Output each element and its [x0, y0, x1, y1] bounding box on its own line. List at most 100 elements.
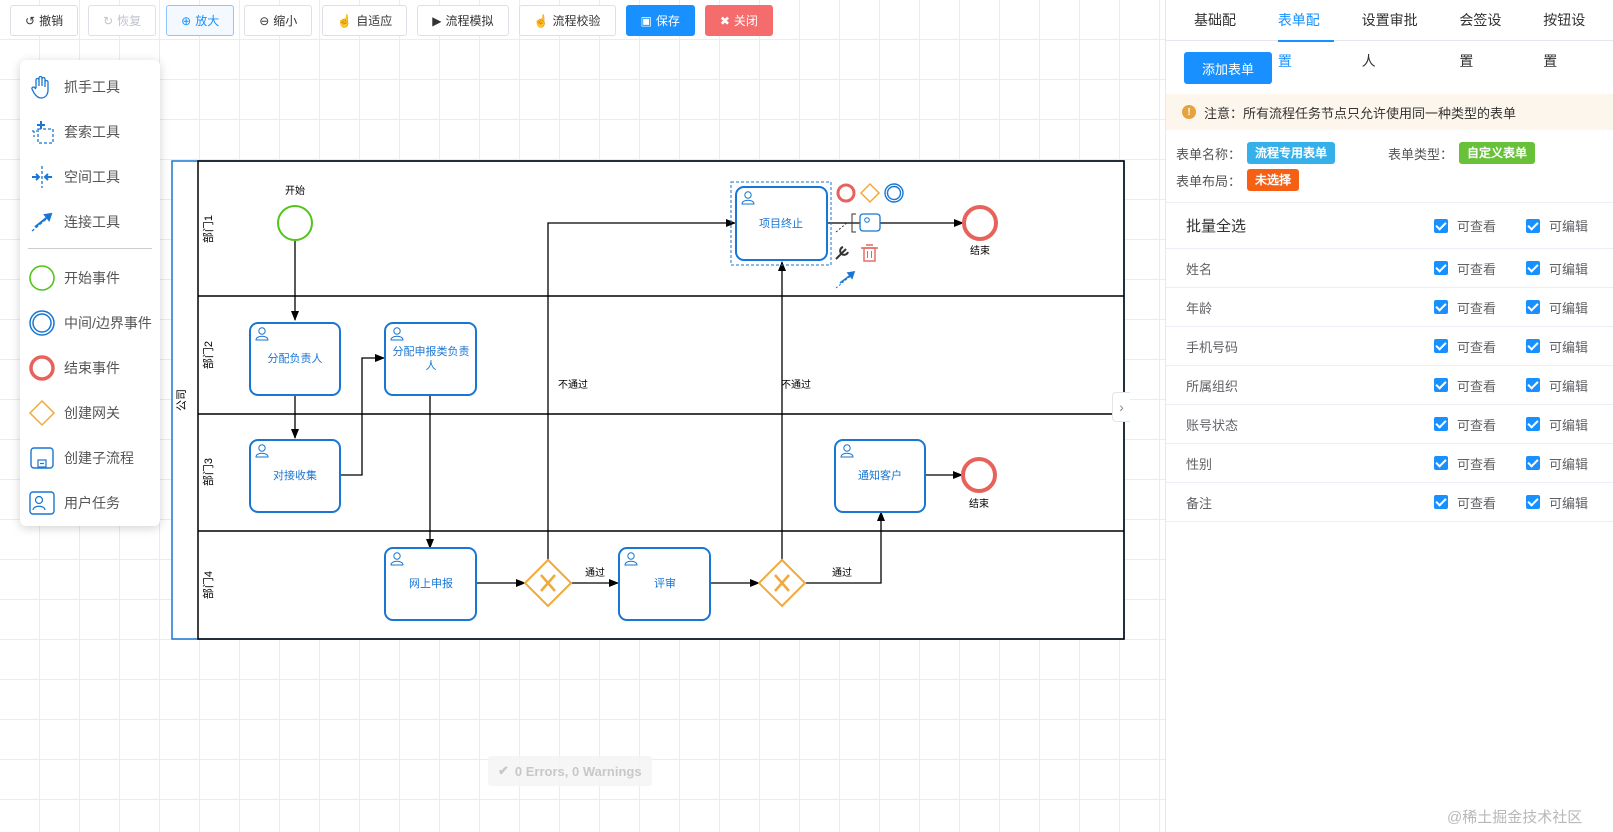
palette-separator [28, 248, 152, 249]
wrench-icon[interactable] [835, 246, 849, 260]
panel-toggle-button[interactable]: › [1112, 392, 1130, 422]
end-event[interactable]: 结束 [961, 457, 997, 510]
validate-button[interactable]: ☝流程校验 [518, 5, 616, 36]
select-all-view-checkbox[interactable]: 可查看 [1434, 216, 1496, 235]
pool[interactable]: 公司 [171, 160, 1125, 640]
warning-icon: ! [1182, 105, 1196, 119]
lasso-icon [28, 118, 56, 146]
pool-label: 公司 [176, 389, 188, 411]
lane-label: 部门2 [201, 341, 215, 369]
tab-basic-config[interactable]: 基础配置 [1194, 12, 1236, 69]
flow[interactable] [804, 511, 885, 584]
form-name-tag[interactable]: 流程专用表单 [1247, 142, 1336, 164]
tab-approver[interactable]: 设置审批人 [1361, 12, 1418, 69]
view-checkbox[interactable]: 可查看 [1434, 493, 1496, 512]
hand-icon [28, 73, 56, 101]
bpmn-diagram: 公司 部门1 部门2 部门3 部门4 不通过 不通过 通过 通过 开始 结束 [171, 160, 1125, 640]
edit-checkbox[interactable]: 可编辑 [1526, 454, 1588, 473]
edit-checkbox[interactable]: 可编辑 [1526, 493, 1588, 512]
simulate-button[interactable]: ▶流程模拟 [417, 5, 509, 36]
edit-checkbox[interactable]: 可编辑 [1526, 259, 1588, 278]
save-button[interactable]: ▣保存 [625, 5, 695, 36]
close-icon: ✖ [719, 13, 730, 28]
table-row: 性别 可查看 可编辑 [1166, 444, 1613, 483]
tab-countersign[interactable]: 会签设置 [1459, 12, 1502, 69]
task-label: 人 [426, 359, 437, 372]
view-checkbox[interactable]: 可查看 [1434, 454, 1496, 473]
field-permissions-table: 批量全选 可查看 可编辑 姓名 可查看 可编辑 年龄 可查看 可编辑 手机号码 … [1166, 202, 1613, 522]
task-label: 网上申报 [409, 576, 453, 590]
append-end-event-icon[interactable] [836, 183, 856, 203]
view-checkbox[interactable]: 可查看 [1434, 376, 1496, 395]
append-text-annotation-icon[interactable] [835, 213, 856, 233]
user-task-notify-customer[interactable]: 通知客户 [834, 439, 926, 513]
table-row: 所属组织 可查看 可编辑 [1166, 366, 1613, 405]
zoom-in-icon: ⊕ [181, 13, 192, 28]
flow[interactable] [341, 354, 385, 476]
task-label: 项目终止 [759, 216, 803, 230]
pointer-icon: ☝ [533, 13, 549, 28]
flow[interactable] [547, 219, 736, 560]
validation-status[interactable]: ✔ 0 Errors, 0 Warnings [488, 756, 652, 786]
palette-connect-tool[interactable]: 连接工具 [20, 199, 160, 244]
palette-user-task[interactable]: 用户任务 [20, 480, 160, 525]
palette-hand-tool[interactable]: 抓手工具 [20, 64, 160, 109]
tab-form-config[interactable]: 表单配置 [1264, 0, 1348, 69]
view-checkbox[interactable]: 可查看 [1434, 415, 1496, 434]
sequence-flows [291, 219, 964, 587]
append-intermediate-event-icon[interactable] [884, 183, 904, 203]
user-task-icon [28, 489, 56, 517]
flow-label: 不通过 [781, 378, 811, 391]
zoom-in-button[interactable]: ⊕放大 [166, 5, 235, 36]
gateway-icon [28, 399, 56, 427]
close-button[interactable]: ✖关闭 [704, 5, 773, 36]
view-checkbox[interactable]: 可查看 [1434, 259, 1496, 278]
exclusive-gateway[interactable] [523, 558, 573, 608]
append-gateway-icon[interactable] [859, 182, 881, 204]
user-task-online-report[interactable]: 网上申报 [384, 547, 477, 621]
palette-space-tool[interactable]: 空间工具 [20, 154, 160, 199]
edit-checkbox[interactable]: 可编辑 [1526, 298, 1588, 317]
delete-icon[interactable] [861, 244, 878, 262]
user-task-dock-collect[interactable]: 对接收集 [249, 439, 341, 513]
palette-lasso-tool[interactable]: 套索工具 [20, 109, 160, 154]
fit-button[interactable]: ☝自适应 [322, 5, 408, 36]
user-task-assign-owner[interactable]: 分配负责人 [249, 322, 341, 396]
select-all-edit-checkbox[interactable]: 可编辑 [1526, 216, 1588, 235]
form-layout-tag[interactable]: 未选择 [1247, 169, 1300, 191]
user-task-assign-reporter[interactable]: 分配申报类负责 人 [384, 322, 477, 396]
chevron-right-icon: › [1119, 399, 1124, 415]
lane-label: 部门4 [201, 571, 215, 599]
zoom-out-button[interactable]: ⊖缩小 [244, 5, 313, 36]
select-all-row: 批量全选 可查看 可编辑 [1166, 203, 1613, 249]
user-task-review[interactable]: 评审 [618, 547, 711, 621]
end-event[interactable]: 结束 [962, 205, 998, 257]
palette-start-event[interactable]: 开始事件 [20, 255, 160, 300]
exclusive-gateway[interactable] [757, 558, 807, 608]
undo-button[interactable]: ↺撤销 [10, 5, 79, 36]
start-event[interactable]: 开始 [277, 184, 313, 241]
append-user-task-icon[interactable] [859, 213, 881, 232]
edit-checkbox[interactable]: 可编辑 [1526, 376, 1588, 395]
form-name-row: 表单名称： 流程专用表单 [1176, 142, 1336, 164]
edit-checkbox[interactable]: 可编辑 [1526, 415, 1588, 434]
table-row: 年龄 可查看 可编辑 [1166, 288, 1613, 327]
palette-gateway[interactable]: 创建网关 [20, 390, 160, 435]
palette-end-event[interactable]: 结束事件 [20, 345, 160, 390]
redo-button[interactable]: ↻恢复 [88, 5, 157, 36]
watermark: @稀土掘金技术社区 [1447, 809, 1583, 826]
form-type-row: 表单类型： 自定义表单 [1388, 142, 1536, 164]
palette-subprocess[interactable]: 创建子流程 [20, 435, 160, 480]
end-event-icon [28, 354, 56, 382]
tab-button-settings[interactable]: 按钮设置 [1543, 12, 1586, 69]
context-pad [835, 182, 904, 289]
add-form-button[interactable]: 添加表单 [1184, 52, 1272, 84]
view-checkbox[interactable]: 可查看 [1434, 298, 1496, 317]
user-task-project-end[interactable]: 项目终止 [730, 181, 832, 266]
panel-tabs: 基础配置 表单配置 设置审批人 会签设置 按钮设置 [1166, 0, 1613, 69]
edit-checkbox[interactable]: 可编辑 [1526, 337, 1588, 356]
view-checkbox[interactable]: 可查看 [1434, 337, 1496, 356]
connect-icon[interactable] [835, 270, 856, 289]
palette-intermediate-event[interactable]: 中间/边界事件 [20, 300, 160, 345]
form-type-tag[interactable]: 自定义表单 [1459, 142, 1536, 164]
